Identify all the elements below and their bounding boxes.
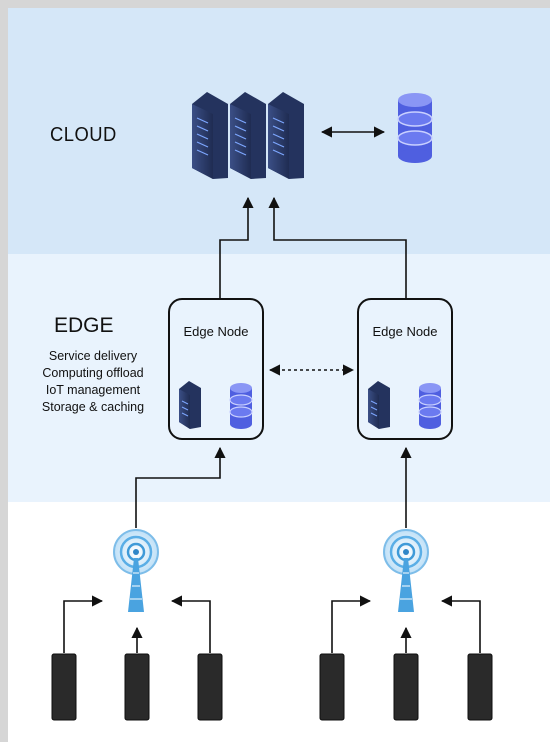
diagram-graphics [51,92,493,721]
edge-node-title: Edge Node [183,324,249,339]
database-icon [418,383,442,429]
edge-tier-label: EDGE [54,314,114,337]
device-to-tower-link [440,595,481,653]
edge-function-item: Storage & caching [41,400,145,414]
device-to-tower-link [170,595,211,653]
server-rack-icon [230,92,266,179]
device-to-tower-link [63,595,104,653]
edge-to-cloud-link [219,196,254,298]
edge-node-box: Edge Node [168,298,264,440]
edge-function-item: Computing offload [42,366,144,380]
cloud-tier-label: CLOUD [50,124,117,146]
device-to-tower-link [331,595,372,653]
edge-functions-list: Service delivery Computing offload IoT m… [26,348,160,416]
database-icon [397,93,433,163]
diagram-canvas: CLOUD EDGE Service delivery Computing of… [8,8,550,742]
mobile-device-icon [124,653,150,721]
mobile-device-icon [467,653,493,721]
server-rack-icon [268,92,304,179]
edge-function-item: Service delivery [48,349,138,363]
cloud-server-cluster [192,92,304,179]
mobile-device-icon [51,653,77,721]
edge-function-item: IoT management [45,383,141,397]
edge-node-box: Edge Node [357,298,453,440]
edge-tier-band [8,254,550,502]
mobile-device-icon [319,653,345,721]
mobile-device-icon [197,653,223,721]
server-rack-icon [179,381,201,429]
cell-tower-icon [113,529,159,612]
edge-to-cloud-link [268,196,407,298]
edge-node-title: Edge Node [372,324,438,339]
server-rack-icon [192,92,228,179]
database-icon [229,383,253,429]
cell-tower-icon [383,529,429,612]
server-rack-icon [368,381,390,429]
mobile-device-icon [393,653,419,721]
device-tier-band [8,502,550,742]
tower-to-edge-link [135,446,226,528]
